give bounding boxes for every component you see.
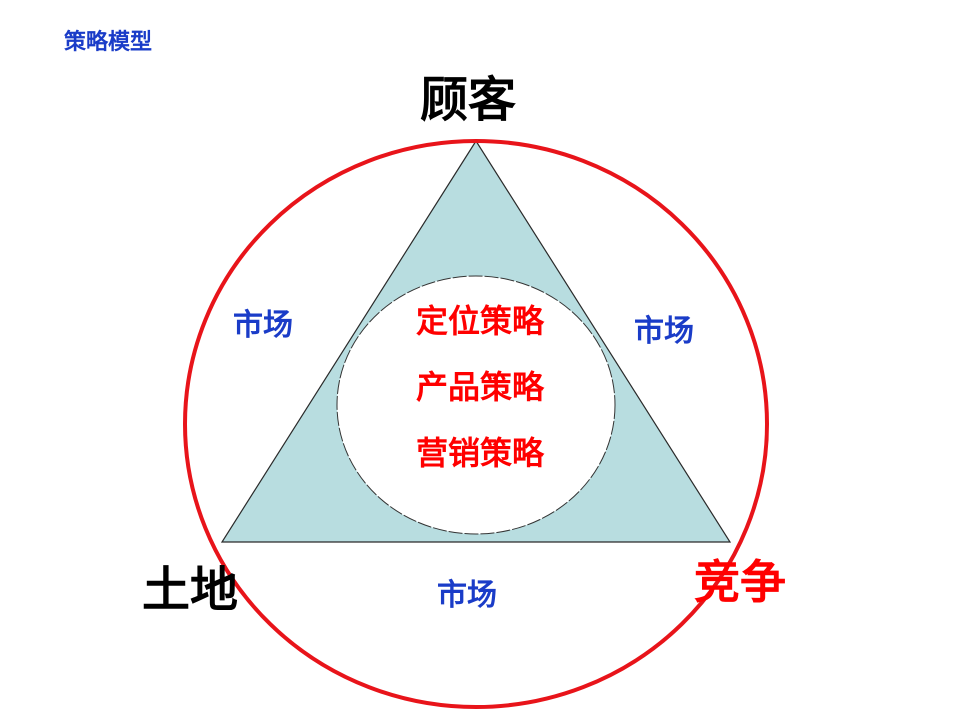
vertex-customer-label: 顾客 — [420, 72, 517, 128]
inner-strategy-circle — [336, 275, 616, 535]
marketing-strategy-label: 营销策略 — [415, 434, 544, 472]
outer-market-circle — [183, 139, 769, 709]
slide-title: 策略模型 — [64, 30, 153, 55]
vertex-land-label: 土地 — [142, 562, 239, 618]
market-label-bottom: 市场 — [437, 578, 497, 613]
core-strategies-list: 定位策略 产品策略 营销策略 — [400, 304, 560, 502]
vertex-competition-label: 竞争 — [694, 555, 786, 609]
market-label-right: 市场 — [634, 314, 694, 349]
positioning-strategy-label: 定位策略 — [415, 302, 544, 340]
market-label-left: 市场 — [233, 308, 293, 343]
product-strategy-label: 产品策略 — [415, 368, 544, 406]
